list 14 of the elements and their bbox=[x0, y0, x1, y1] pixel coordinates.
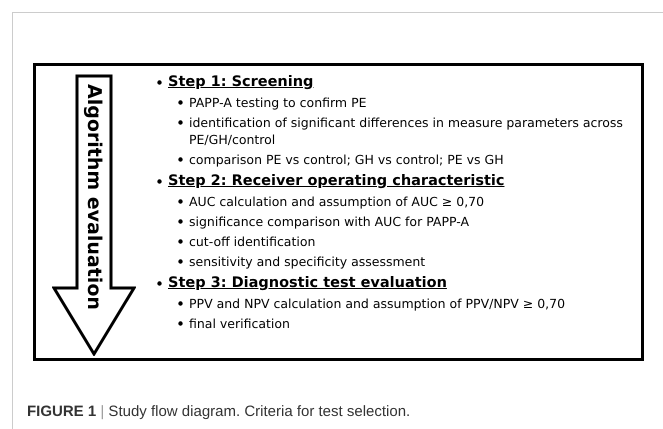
bullet-item: PPV and NPV calculation and assumption of PPV/NPV ≥ 0,70 bbox=[189, 295, 566, 312]
step-heading: Step 2: Receiver operating characteristic bbox=[168, 172, 506, 191]
bullet-item: AUC calculation and assumption of AUC ≥ 0,70 bbox=[189, 193, 486, 210]
outlined-box bbox=[33, 63, 644, 361]
bullet-item: final verification bbox=[189, 315, 291, 332]
bullet-item: sensitivity and specificity assessment bbox=[189, 253, 426, 270]
figure-caption: FIGURE 1 | Study flow diagram. Criteria for test selection. bbox=[27, 403, 410, 420]
bullet-item: PAPP-A testing to confirm PE bbox=[189, 94, 368, 111]
bullet-item: cut-off identification bbox=[189, 233, 316, 250]
step-heading: Step 3: Diagnostic test evaluation bbox=[168, 274, 448, 293]
arrow-label: Algorithm evaluation bbox=[82, 84, 106, 310]
bullet-item: comparison PE vs control; GH vs control; PE vs GH bbox=[189, 151, 505, 168]
bullet-item: significance comparison with AUC for PAPP-A bbox=[189, 213, 470, 230]
step-heading: Step 1: Screening bbox=[168, 73, 314, 92]
